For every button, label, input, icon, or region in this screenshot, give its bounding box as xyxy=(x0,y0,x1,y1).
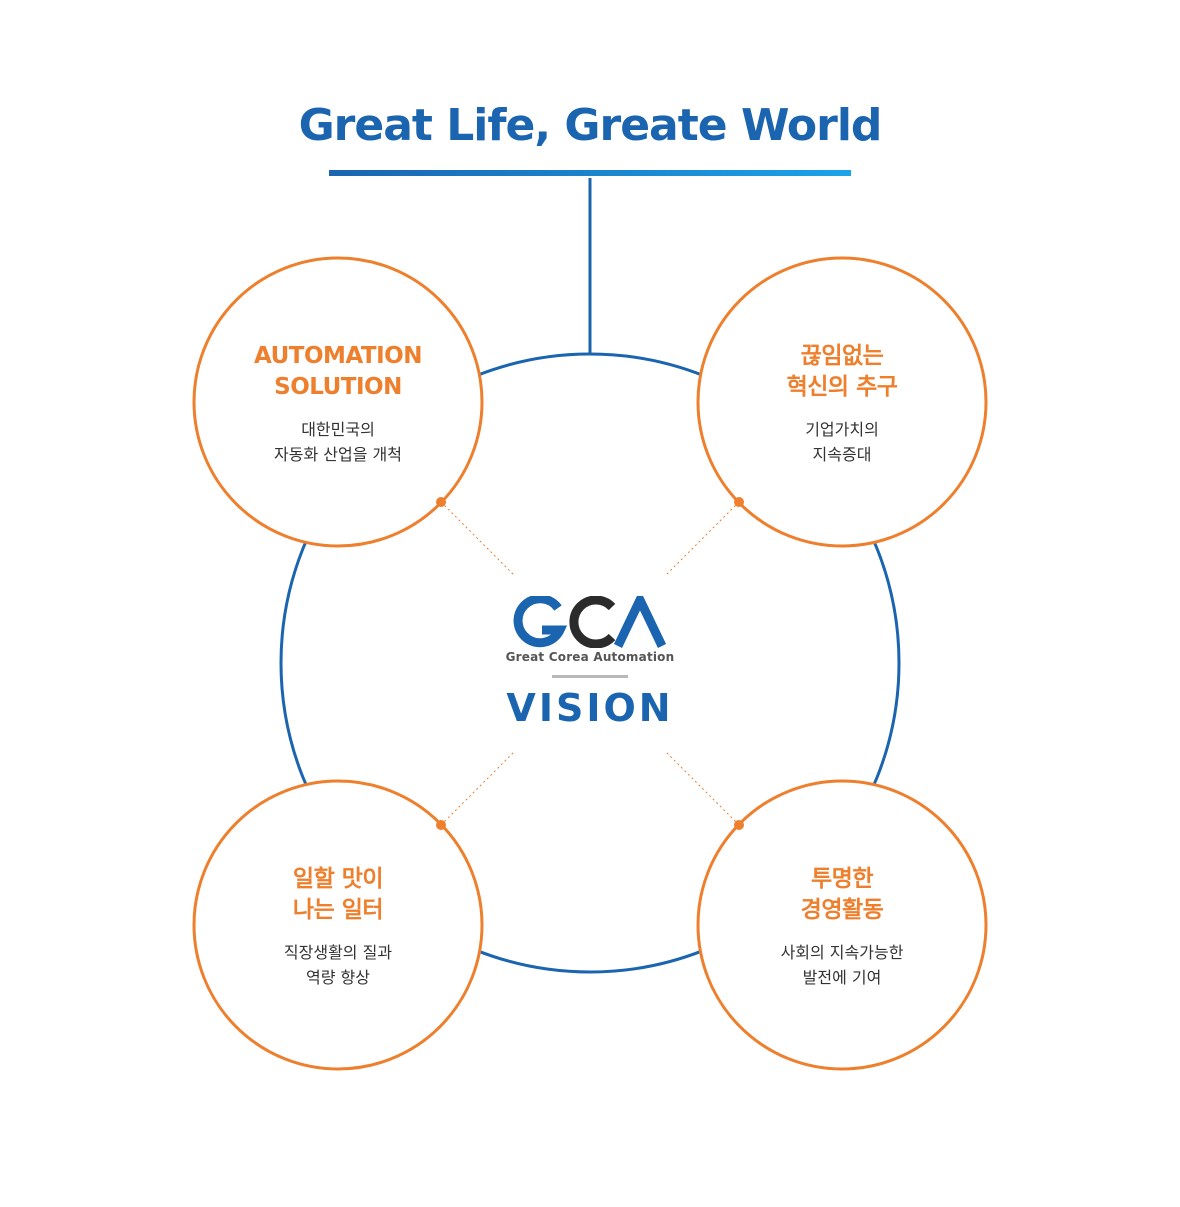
headline: Great Life, Greate World xyxy=(298,100,883,151)
node-automation-solution: AUTOMATION SOLUTION 대한민국의 자동화 산업을 개척 xyxy=(188,341,488,467)
node-title-line: 일할 맛이 xyxy=(292,866,384,892)
node-description-line: 발전에 기여 xyxy=(802,968,882,987)
dotted-line-top-right xyxy=(664,501,740,577)
node-description-line: 지속증대 xyxy=(812,445,872,464)
logo-letter-c xyxy=(569,596,616,648)
node-title-line: SOLUTION xyxy=(274,374,402,400)
dotted-line-top-left xyxy=(440,501,516,577)
node-title-line: 경영활동 xyxy=(800,897,884,923)
node-title: 투명한 경영활동 xyxy=(692,864,992,926)
node-circle-bottom-right xyxy=(696,779,988,1071)
headline-underline xyxy=(329,170,851,176)
node-circle-top-left xyxy=(192,256,484,548)
gca-logo: Great Corea Automation VISION xyxy=(490,596,690,730)
node-description-line: 직장생활의 질과 xyxy=(283,943,393,962)
connector-dot-top-left xyxy=(436,497,446,507)
node-title-line: 혁신의 추구 xyxy=(786,374,898,400)
node-title-line: 투명한 xyxy=(811,866,873,892)
vision-label: VISION xyxy=(506,686,674,730)
center-ring xyxy=(279,352,901,974)
node-title-line: 끊임없는 xyxy=(800,343,884,369)
logo-company-name: Great Corea Automation xyxy=(505,650,675,664)
node-description: 대한민국의 자동화 산업을 개척 xyxy=(188,417,488,467)
node-workplace: 일할 맛이 나는 일터 직장생활의 질과 역량 향상 xyxy=(188,864,488,990)
gca-logo-mark xyxy=(513,596,667,648)
node-title: AUTOMATION SOLUTION xyxy=(188,341,488,403)
node-description-line: 역량 향상 xyxy=(306,968,370,987)
node-description-line: 사회의 지속가능한 xyxy=(780,943,904,962)
node-circle-bottom-left xyxy=(192,779,484,1071)
node-description: 직장생활의 질과 역량 향상 xyxy=(188,940,488,990)
logo-letter-a xyxy=(613,596,667,648)
node-description: 사회의 지속가능한 발전에 기여 xyxy=(692,940,992,990)
node-circle-top-right xyxy=(696,256,988,548)
dotted-line-bottom-right xyxy=(664,750,740,826)
dotted-line-bottom-left xyxy=(440,750,516,826)
node-description-line: 대한민국의 xyxy=(301,420,375,439)
node-description-line: 자동화 산업을 개척 xyxy=(274,445,402,464)
logo-divider xyxy=(552,675,628,678)
logo-letter-g xyxy=(513,596,568,648)
node-title-line: 나는 일터 xyxy=(292,897,384,923)
node-innovation: 끊임없는 혁신의 추구 기업가치의 지속증대 xyxy=(692,341,992,467)
node-transparent-management: 투명한 경영활동 사회의 지속가능한 발전에 기여 xyxy=(692,864,992,990)
connector-dot-bottom-right xyxy=(734,820,744,830)
node-title: 끊임없는 혁신의 추구 xyxy=(692,341,992,403)
node-description: 기업가치의 지속증대 xyxy=(692,417,992,467)
connector-dot-top-right xyxy=(734,497,744,507)
node-title: 일할 맛이 나는 일터 xyxy=(188,864,488,926)
connector-dot-bottom-left xyxy=(436,820,446,830)
node-description-line: 기업가치의 xyxy=(805,420,879,439)
node-title-line: AUTOMATION xyxy=(254,343,422,369)
